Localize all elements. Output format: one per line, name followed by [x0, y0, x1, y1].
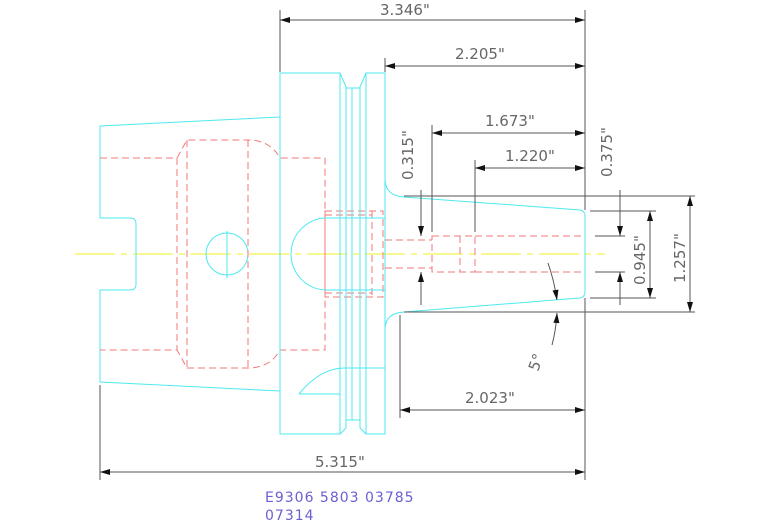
dim-groove-to-end: 2.205"	[455, 45, 505, 63]
dim-bore-inner-depth: 1.220"	[505, 147, 555, 165]
part-number-line1: E9306 5803 03785	[265, 490, 415, 506]
dim-cone-length: 2.023"	[465, 389, 515, 407]
dim-small-bore-dia: 0.315"	[399, 130, 417, 180]
dimension-lines	[99, 10, 695, 480]
part-number-line2: 07314	[265, 508, 315, 523]
dim-cone-dia: 1.257"	[671, 233, 689, 283]
dim-overall-flange-to-end: 3.346"	[380, 1, 430, 19]
dim-nose-step: 0.375"	[598, 127, 616, 177]
dim-taper-angle: 5°	[525, 351, 548, 373]
dim-overall-length: 5.315"	[315, 453, 365, 471]
flange-outline	[279, 72, 386, 435]
shank-hidden-lines	[100, 139, 384, 369]
dim-nose-dia: 0.945"	[631, 235, 649, 285]
cone-outline	[384, 179, 586, 329]
dim-bore-depth: 1.673"	[485, 112, 535, 130]
bore-hidden-lines	[385, 235, 585, 273]
